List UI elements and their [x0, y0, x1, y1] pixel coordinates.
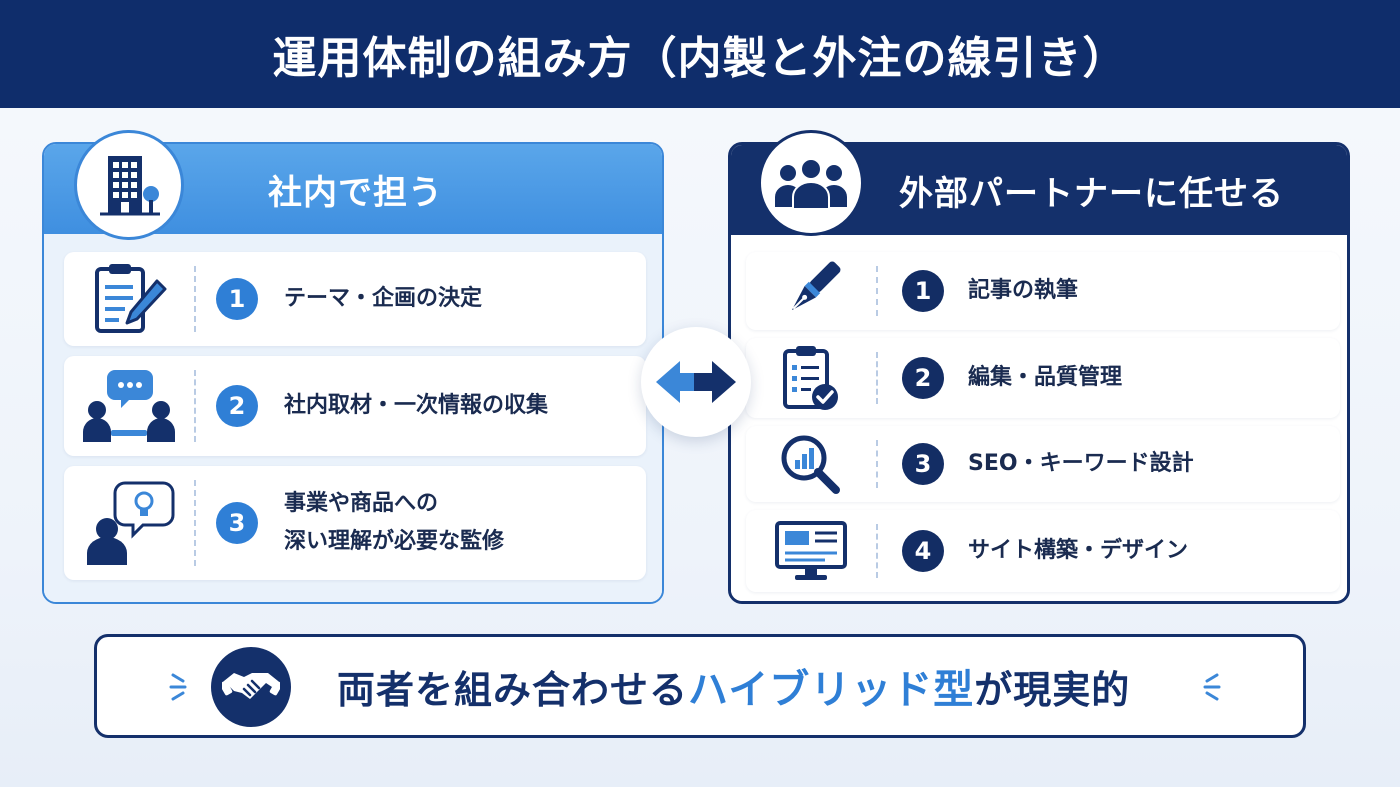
checklist-icon [746, 338, 876, 418]
step-badge-4: 4 [902, 530, 944, 572]
conclusion-text-accent: ハイブリッド型 [688, 667, 975, 713]
title-bar: 運用体制の組み方（内製と外注の線引き） [0, 0, 1400, 108]
in-house-item-3: 3 事業や商品への 深い理解が必要な監修 [64, 466, 646, 580]
conclusion-text: 両者を組み合わせる ハイブリッド型 が現実的 [337, 637, 1130, 735]
monitor-icon [746, 510, 876, 592]
search-chart-icon [746, 426, 876, 502]
conclusion-box: 両者を組み合わせる ハイブリッド型 が現実的 [94, 634, 1306, 738]
partner-title: 外部パートナーに任せる [899, 173, 1284, 214]
page-title: 運用体制の組み方（内製と外注の線引き） [272, 33, 1128, 84]
partner-item-1-label: 記事の執筆 [968, 278, 1079, 303]
sparkle-right-icon [1203, 673, 1221, 701]
partner-item-4-label: サイト構築・デザイン [968, 538, 1189, 563]
partner-panel: 外部パートナーに任せる 1 記事の執筆 [728, 142, 1350, 604]
step-badge-2: 2 [902, 357, 944, 399]
step-badge-1: 1 [216, 278, 258, 320]
clipboard-pencil-icon [64, 252, 194, 346]
step-badge-3: 3 [216, 502, 258, 544]
partner-item-2-label: 編集・品質管理 [968, 365, 1123, 390]
handshake-icon [211, 647, 291, 727]
in-house-item-1: 1 テーマ・企画の決定 [64, 252, 646, 346]
partner-item-1: 1 記事の執筆 [746, 252, 1340, 330]
conclusion-text-before: 両者を組み合わせる [337, 667, 689, 712]
conclusion-text-after: が現実的 [974, 667, 1131, 712]
partner-item-3: 3 SEO・キーワード設計 [746, 426, 1340, 502]
divider [876, 440, 878, 488]
in-house-item-1-label: テーマ・企画の決定 [284, 286, 483, 311]
team-icon [758, 130, 864, 236]
partner-body: 1 記事の執筆 2 編集・品質管理 [731, 235, 1347, 601]
step-badge-1: 1 [902, 270, 944, 312]
divider [194, 266, 196, 332]
sparkle-left-icon [169, 673, 187, 701]
in-house-title: 社内で担う [268, 172, 443, 213]
partner-item-3-label: SEO・キーワード設計 [968, 451, 1194, 476]
partner-item-4: 4 サイト構築・デザイン [746, 510, 1340, 592]
divider [876, 352, 878, 404]
partner-item-2: 2 編集・品質管理 [746, 338, 1340, 418]
in-house-item-3-label-line1: 事業や商品への [284, 491, 439, 516]
fountain-pen-icon [746, 252, 876, 330]
office-building-icon [74, 130, 184, 240]
interview-icon [64, 356, 194, 456]
bidirectional-arrow-icon [641, 327, 751, 437]
step-badge-2: 2 [216, 385, 258, 427]
divider [876, 266, 878, 316]
in-house-item-2: 2 社内取材・一次情報の収集 [64, 356, 646, 456]
divider [194, 480, 196, 566]
person-lightbulb-icon [64, 466, 194, 580]
in-house-item-2-label: 社内取材・一次情報の収集 [284, 393, 549, 418]
divider [876, 524, 878, 578]
in-house-item-3-label-line2: 深い理解が必要な監修 [284, 529, 505, 554]
divider [194, 370, 196, 442]
step-badge-3: 3 [902, 443, 944, 485]
in-house-body: 1 テーマ・企画の決定 2 社内取材・一次情報の収集 [44, 234, 662, 602]
